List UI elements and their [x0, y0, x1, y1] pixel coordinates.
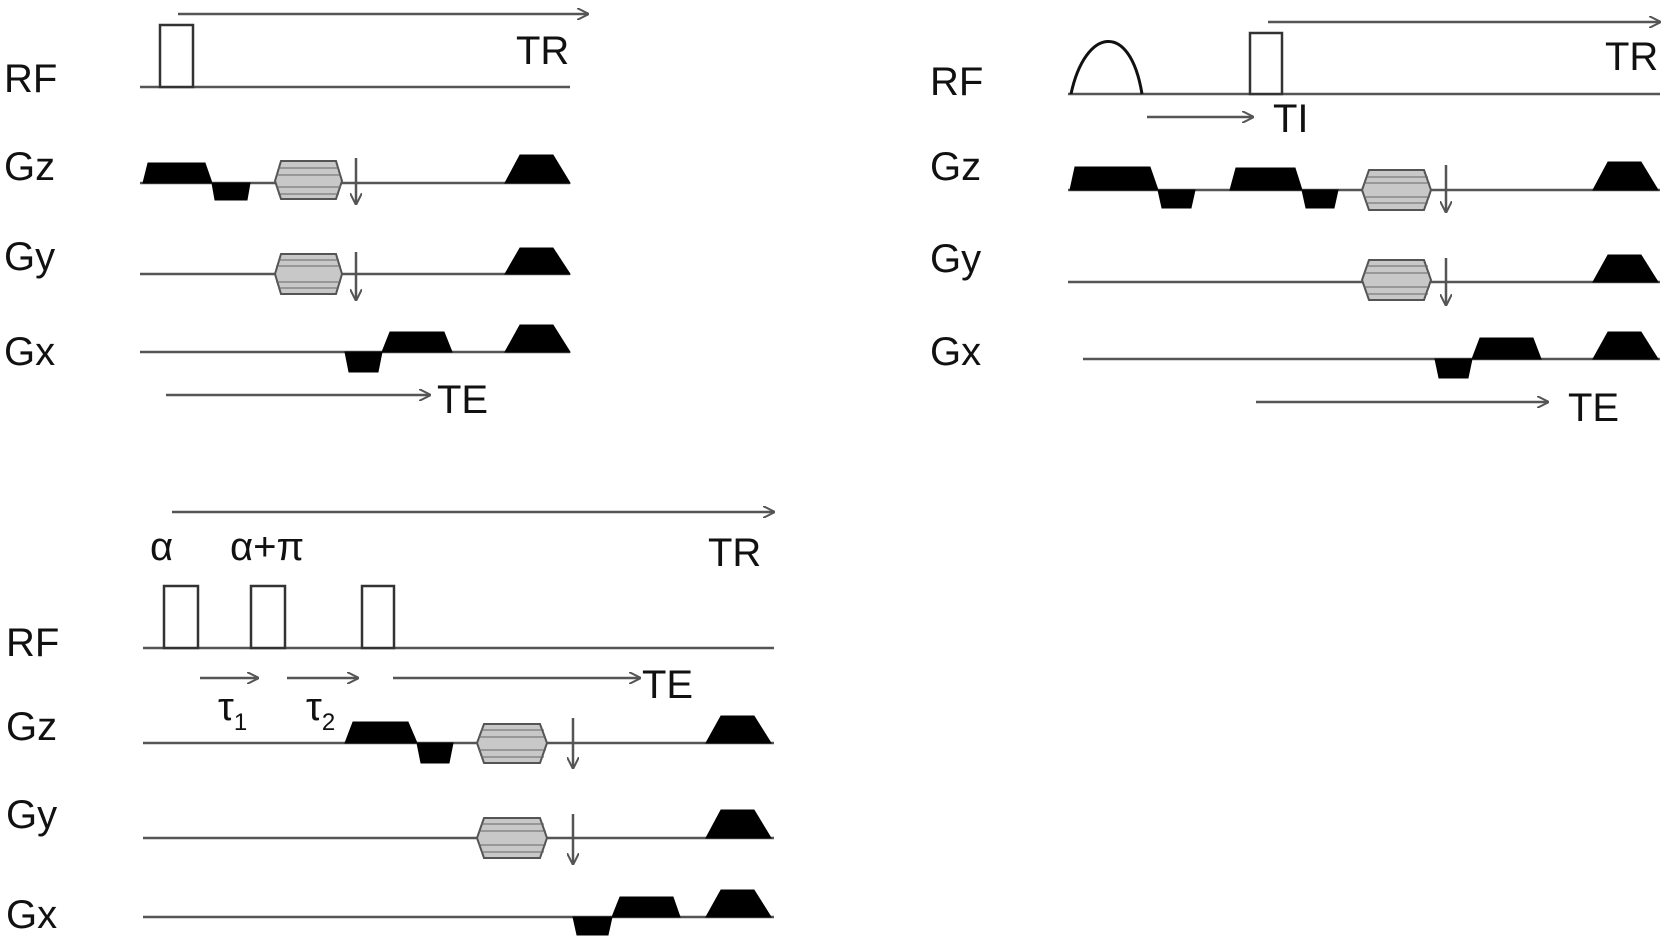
- row-label-gy: Gy: [6, 793, 57, 837]
- ti-label: TI: [1273, 97, 1309, 141]
- row-label-gy: Gy: [930, 237, 981, 281]
- te-label: TE: [642, 663, 693, 707]
- rf-pulse: [1248, 31, 1284, 96]
- gx-dephase-gradient: [1434, 358, 1473, 379]
- alpha-label: α: [150, 525, 173, 569]
- slice-refocus-gradient: [211, 182, 251, 201]
- gx-dephase-gradient: [572, 916, 613, 936]
- tau2-label: τ2: [306, 685, 335, 736]
- row-label-rf: RF: [4, 57, 57, 101]
- row-label-gy: Gy: [4, 235, 55, 279]
- rf-pulse: [158, 23, 195, 89]
- te-label: TE: [1568, 386, 1619, 430]
- gx-readout-gradient: [611, 896, 681, 918]
- gz-spoiler-gradient: [1592, 161, 1659, 191]
- panel-a: RF Gz Gy Gx TR: [4, 14, 588, 422]
- gz-spoiler-gradient: [705, 715, 772, 744]
- panel-b: RF Gz Gy Gx TR TI: [930, 22, 1660, 430]
- gy-spoiler-gradient: [705, 809, 772, 839]
- gx-spoiler-gradient: [1592, 331, 1659, 360]
- inversion-slice-gradient: [1069, 166, 1159, 191]
- row-label-rf: RF: [930, 60, 983, 104]
- te-label: TE: [437, 378, 488, 422]
- gy-phase-encode-table: [1360, 259, 1433, 301]
- gx-spoiler-gradient: [504, 324, 571, 353]
- gx-spoiler-gradient: [705, 889, 772, 918]
- row-label-gz: Gz: [6, 705, 57, 749]
- row-label-gz: Gz: [4, 145, 55, 189]
- inversion-pulse: [1069, 40, 1144, 95]
- rf-pulse-excitation: [360, 584, 396, 650]
- alpha-pi-label: α+π: [230, 525, 304, 569]
- rf-pulse-alpha-pi: [249, 584, 287, 650]
- tau1-label: τ1: [218, 685, 247, 736]
- tr-label: TR: [516, 29, 569, 73]
- gy-spoiler-gradient: [504, 247, 571, 275]
- panel-c: RF Gz Gy Gx TR α α+π TE τ1 τ2: [6, 512, 774, 937]
- row-label-gx: Gx: [6, 893, 57, 937]
- gy-phase-encode-table: [273, 253, 344, 295]
- gx-readout-gradient: [381, 331, 453, 353]
- slice-refocus-gradient: [416, 742, 454, 764]
- gy-spoiler-gradient: [1592, 254, 1659, 283]
- row-label-rf: RF: [6, 621, 59, 665]
- gy-phase-encode-table: [475, 817, 549, 859]
- slice-refocus-gradient: [1301, 189, 1339, 209]
- slice-select-gradient: [1229, 167, 1303, 191]
- row-label-gx: Gx: [4, 330, 55, 374]
- inversion-refocus-gradient: [1157, 189, 1196, 209]
- row-label-gz: Gz: [930, 145, 981, 189]
- gz-phase-encode-table: [475, 723, 549, 764]
- row-label-gx: Gx: [930, 330, 981, 374]
- gz-phase-encode-table: [1360, 169, 1433, 211]
- tr-label: TR: [1605, 35, 1658, 79]
- gz-phase-encode-table: [273, 160, 344, 200]
- gz-spoiler-gradient: [504, 154, 571, 184]
- slice-select-gradient: [344, 721, 418, 744]
- tr-label: TR: [708, 531, 761, 575]
- gx-readout-gradient: [1471, 337, 1542, 360]
- slice-select-gradient: [142, 162, 213, 184]
- rf-pulse-alpha: [162, 584, 200, 650]
- gx-dephase-gradient: [344, 351, 383, 373]
